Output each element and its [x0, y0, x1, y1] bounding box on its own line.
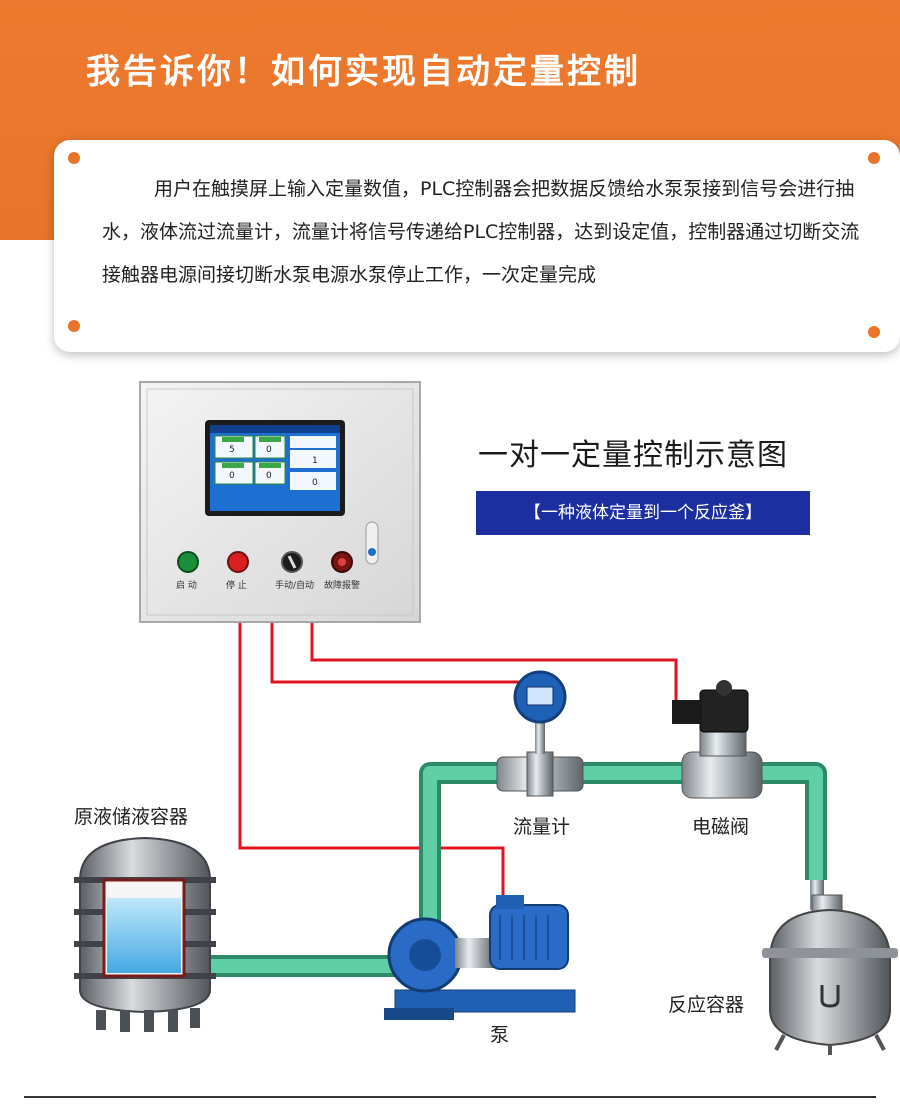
intro-card: 用户在触摸屏上输入定量数值，PLC控制器会把数据反馈给水泵泵接到信号会进行抽水，… — [54, 140, 900, 352]
screen-value: 1 — [312, 456, 318, 466]
corner-dot — [868, 152, 880, 164]
signal-wires — [238, 618, 678, 900]
pump-label: 泵 — [490, 1024, 510, 1046]
flowmeter — [496, 670, 584, 797]
mode-switch-label: 手动/自动 — [275, 581, 315, 591]
screen-value: 0 — [312, 478, 318, 488]
storage-tank-label: 原液储液容器 — [74, 806, 189, 828]
diagram-subtitle-badge: 【一种液体定量到一个反应釜】 — [476, 491, 810, 535]
diagram-title: 一对一定量控制示意图 — [478, 438, 788, 473]
screen-value: 0 — [266, 445, 272, 455]
screen-value: 5 — [229, 445, 235, 455]
corner-dot — [68, 320, 80, 332]
page-title: 我告诉你！如何实现自动定量控制 — [86, 52, 641, 92]
control-box — [139, 381, 421, 623]
solenoid-valve-label: 电磁阀 — [692, 816, 750, 838]
reactor-label: 反应容器 — [668, 994, 745, 1016]
stop-button — [227, 551, 249, 573]
valve-signal-wire — [310, 618, 678, 700]
pipes — [205, 762, 827, 977]
screen-value: 0 — [229, 471, 235, 481]
reactor-vessel — [762, 880, 898, 1055]
screen-value: 0 — [266, 471, 272, 481]
flowmeter-label: 流量计 — [513, 816, 571, 838]
start-button-label: 启 动 — [176, 581, 197, 591]
screen-cells — [214, 435, 336, 490]
start-button — [177, 551, 199, 573]
solenoid-valve — [672, 680, 763, 799]
alarm-light-label: 故障报警 — [324, 581, 361, 591]
pump — [384, 895, 576, 1020]
storage-tank — [74, 836, 216, 1032]
pump-signal-wire — [238, 618, 505, 900]
stop-button-label: 停 止 — [226, 581, 247, 591]
corner-dot — [68, 152, 80, 164]
intro-text: 用户在触摸屏上输入定量数值，PLC控制器会把数据反馈给水泵泵接到信号会进行抽水，… — [102, 178, 860, 286]
footer-divider — [24, 1096, 876, 1098]
corner-dot — [868, 326, 880, 338]
